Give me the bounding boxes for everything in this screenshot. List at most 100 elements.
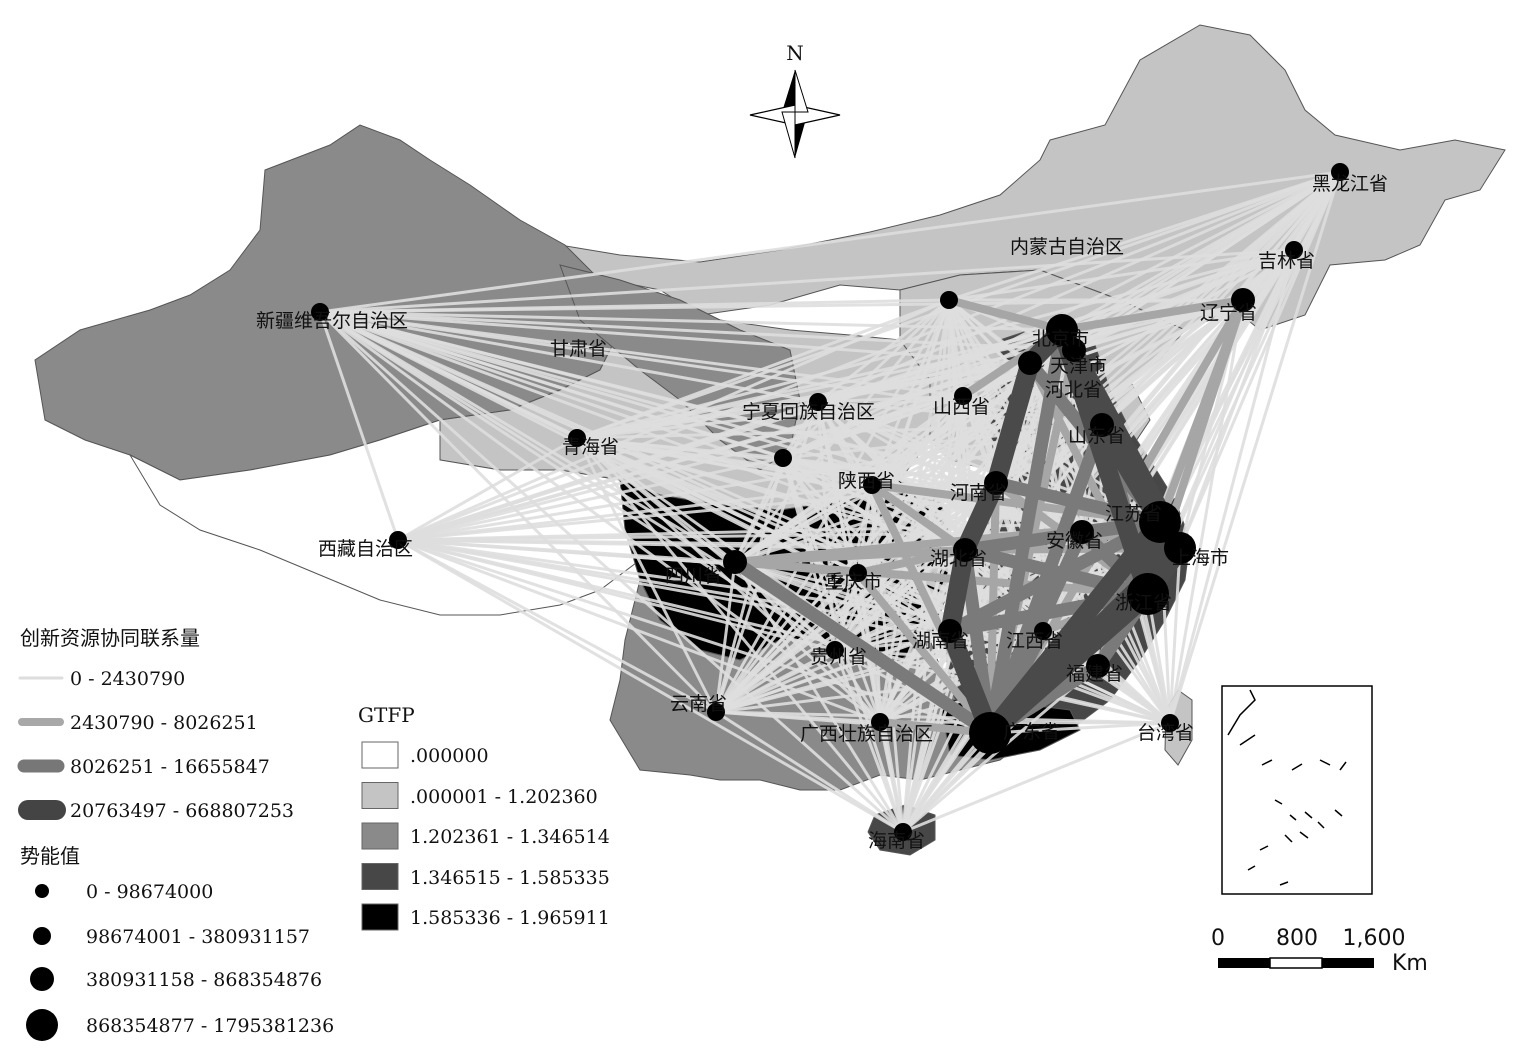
province-node [1231, 288, 1255, 312]
flow-link-class-3 [940, 540, 975, 641]
province-node [1062, 338, 1086, 362]
flow-link-weak [871, 361, 1031, 487]
legend-gtfp-4: 1.585336 - 1.965911 [410, 907, 610, 929]
scale-tick-2: 1,600 [1343, 926, 1406, 951]
province-node [1127, 573, 1169, 615]
province-label: 重庆市 [825, 571, 882, 593]
flow-link-weak [319, 298, 950, 314]
province-label: 青海省 [562, 436, 619, 458]
province-node [826, 641, 844, 659]
province-label: 上海市 [1172, 547, 1229, 569]
legend-potential: 势能值 0 - 98674000 98674001 - 380931157 38… [20, 844, 334, 1041]
province-label: 甘肃省 [550, 338, 607, 360]
province-node [953, 538, 977, 562]
north-label: N [786, 41, 804, 65]
province-label: 湖南省 [912, 630, 969, 652]
north-arrow: N [749, 41, 841, 159]
province-label: 福建省 [1066, 663, 1123, 685]
flow-link-weak [575, 436, 882, 724]
province-label: 西藏自治区 [318, 538, 413, 560]
province-node [1046, 314, 1078, 346]
scale-tick-1: 800 [1276, 926, 1318, 951]
flow-link-weak [397, 483, 873, 542]
legend-gtfp-swatch [361, 741, 399, 769]
flow-link-weak [817, 394, 964, 404]
province-node [871, 713, 889, 731]
legend-potential-1: 98674001 - 380931157 [86, 926, 310, 948]
flow-link-weak [318, 311, 400, 541]
province-node [940, 291, 958, 309]
province-labels: 黑龙江省吉林省辽宁省内蒙古自治区新疆维吾尔自治区甘肃省北京市天津市河北省山西省宁… [256, 173, 1388, 852]
flow-link-weak [878, 721, 905, 833]
legend-link-0: 0 - 2430790 [70, 668, 185, 690]
province-node [1164, 532, 1196, 564]
province-node [1285, 241, 1303, 259]
province-label: 云南省 [670, 693, 727, 715]
legend-potential-3: 868354877 - 1795381236 [86, 1015, 334, 1037]
flow-link-weak [1168, 547, 1182, 724]
province-label: 江苏省 [1105, 503, 1162, 525]
province-label: 安徽省 [1046, 530, 1103, 552]
flow-link-weak [989, 721, 1171, 735]
legend-link-3: 20763497 - 668807253 [70, 800, 294, 822]
flow-link-weak [397, 436, 578, 542]
legend-dot-2 [30, 967, 54, 991]
flow-link-weak [319, 310, 1063, 332]
province-label: 海南省 [868, 830, 925, 852]
province-node [938, 619, 962, 643]
province-node [984, 471, 1008, 495]
province-node [389, 531, 407, 549]
province-label: 北京市 [1032, 328, 1089, 350]
province-label: 河北省 [1045, 379, 1102, 401]
flow-link-weak [1168, 299, 1245, 724]
flow-link-weak [1168, 171, 1342, 724]
legend-gtfp-3: 1.346515 - 1.585335 [410, 867, 610, 889]
province-label: 新疆维吾尔自治区 [256, 310, 408, 332]
legend-potential-2: 380931158 - 868354876 [86, 969, 322, 991]
flow-link-weak [1097, 664, 1171, 725]
flow-link-weak [733, 561, 905, 833]
flow-link-weak [901, 630, 952, 833]
province-node [809, 393, 827, 411]
scale-bar: 0 800 1,600 Km [1211, 926, 1428, 976]
flow-link-weak [397, 170, 1341, 542]
flow-link-weak [1146, 593, 1172, 724]
province-node [774, 449, 792, 467]
legend-gtfp-swatch [361, 782, 399, 809]
flow-link-weak [948, 248, 1295, 302]
province-node [568, 429, 586, 447]
flow-link-weak [319, 310, 904, 834]
flow-link-weak [833, 649, 882, 723]
legend-potential-0: 0 - 98674000 [86, 881, 213, 903]
flow-link-weak [575, 437, 905, 833]
flow-link-weak [715, 710, 904, 834]
legend-gtfp-0: .000000 [410, 745, 489, 767]
flow-link-weak [714, 561, 737, 713]
province-label: 台湾省 [1137, 722, 1194, 744]
province-node [954, 387, 972, 405]
province-node [723, 550, 747, 574]
flow-link-class-1 [854, 569, 994, 737]
flow-link-weak [397, 456, 784, 542]
flow-link-weak [397, 400, 819, 542]
province-label: 宁夏回族自治区 [742, 401, 875, 423]
flow-link-weak [715, 710, 1171, 725]
flow-link-weak [319, 170, 1341, 314]
province-node [894, 823, 912, 841]
flow-link-weak [714, 571, 860, 714]
province-nodes [311, 163, 1349, 841]
flow-link-weak [715, 648, 836, 714]
flow-link-class-1 [731, 558, 1152, 598]
flow-link-class-3 [955, 473, 1006, 560]
province-label: 河南省 [950, 482, 1007, 504]
flow-link-class-2 [728, 555, 997, 740]
province-label: 浙江省 [1115, 592, 1172, 614]
flow-links [318, 170, 1342, 834]
flow-link-weak [318, 310, 718, 714]
province-label: 四川省 [665, 565, 722, 587]
flow-link-weak [1178, 171, 1342, 549]
legend-dot-0 [35, 884, 49, 898]
flow-link-weak [319, 248, 1295, 314]
legend-gtfp-2: 1.202361 - 1.346514 [410, 826, 610, 848]
